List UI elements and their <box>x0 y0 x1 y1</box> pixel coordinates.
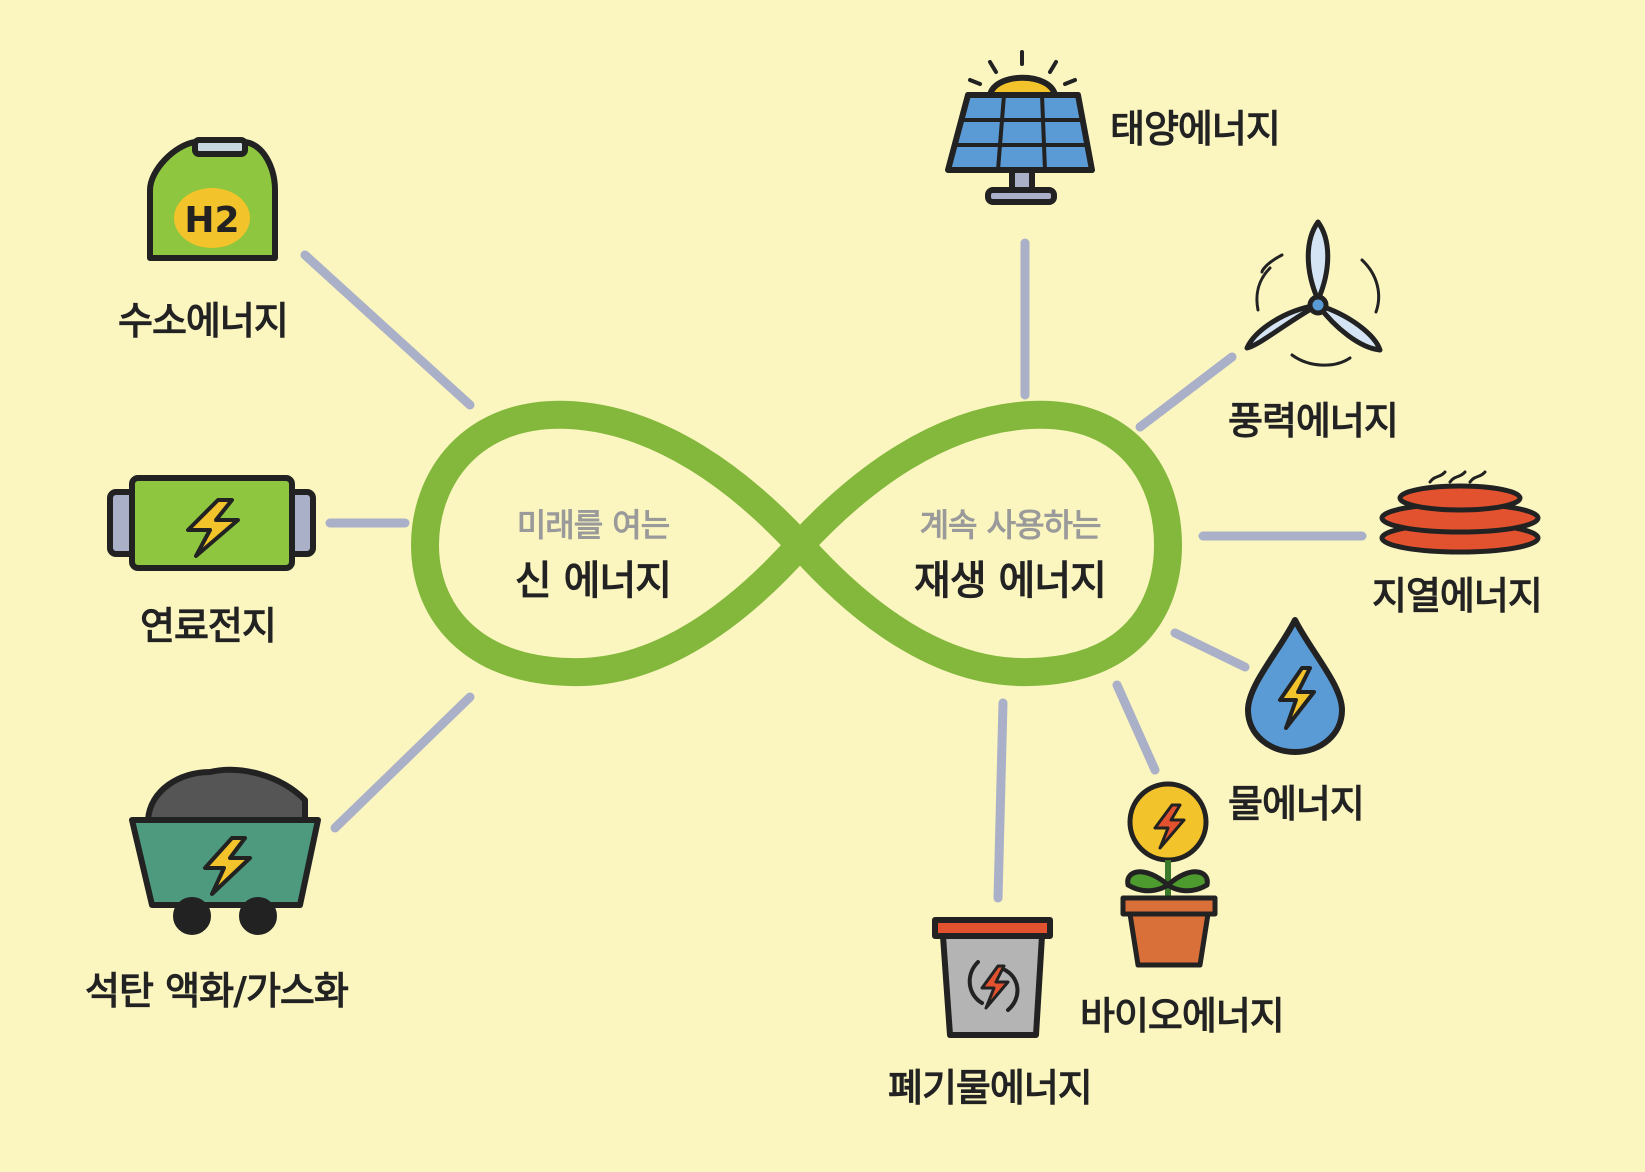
renewable-energy-subtitle: 계속 사용하는 <box>919 506 1102 544</box>
battery-icon <box>107 475 316 571</box>
hydrogen-badge: H2 <box>184 200 239 241</box>
label-hydrogen-energy: 수소에너지 <box>118 299 289 343</box>
renewable-energy-title: 재생 에너지 <box>914 558 1107 604</box>
geothermal-icon <box>1379 470 1541 555</box>
connector-waste <box>993 698 1008 903</box>
label-wind-energy: 풍력에너지 <box>1228 399 1399 443</box>
connector-coal <box>330 692 475 833</box>
infinity-symbol <box>411 400 1182 687</box>
connector-water <box>1170 628 1250 672</box>
label-fuel-cell: 연료전지 <box>140 604 277 648</box>
wind-turbine-icon <box>1244 219 1383 367</box>
connector-bio <box>1112 680 1160 775</box>
label-solar-energy: 태양에너지 <box>1110 107 1281 151</box>
connector-wind <box>1135 352 1237 432</box>
water-drop-icon <box>1245 617 1345 755</box>
coal-cart-icon <box>129 766 321 935</box>
waste-bin-icon <box>932 917 1053 1038</box>
label-bio-energy: 바이오에너지 <box>1080 994 1285 1038</box>
hydrogen-tank-icon: H2 <box>147 137 278 261</box>
new-energy-subtitle: 미래를 여는 <box>516 506 670 544</box>
new-energy-title: 신 에너지 <box>514 558 672 604</box>
connector-hydrogen <box>300 250 475 410</box>
label-coal-liquefaction: 석탄 액화/가스화 <box>85 969 349 1013</box>
solar-panel-icon <box>945 50 1095 205</box>
plant-pot-icon <box>1120 781 1218 968</box>
label-water-energy: 물에너지 <box>1228 782 1365 826</box>
label-geothermal-energy: 지열에너지 <box>1372 574 1543 618</box>
label-waste-energy: 폐기물에너지 <box>888 1066 1093 1110</box>
